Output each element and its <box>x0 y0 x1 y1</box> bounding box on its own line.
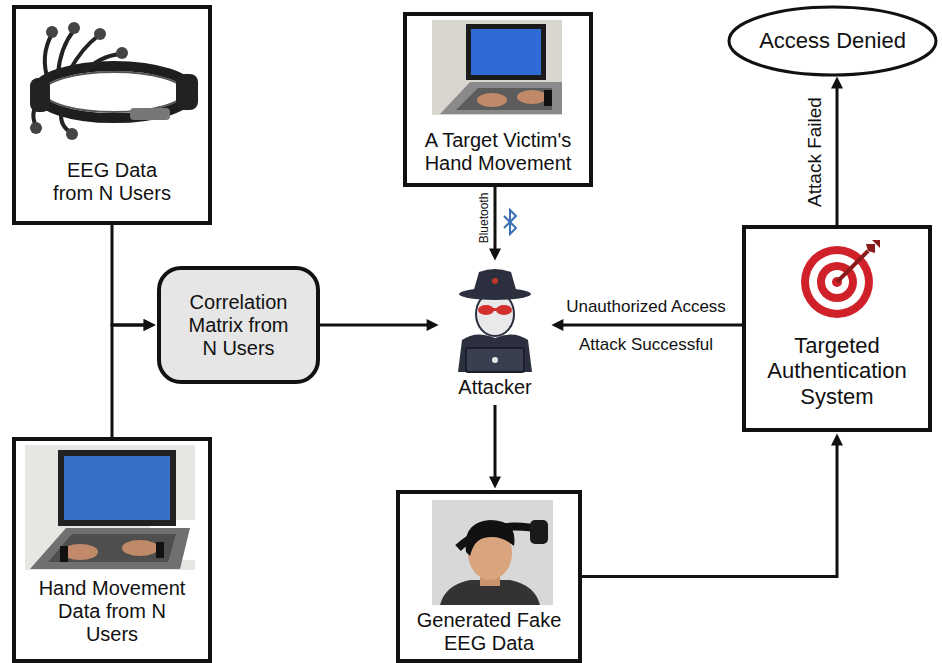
hand-movement-photo-part <box>64 456 170 520</box>
hand-movement-photo-part <box>122 540 158 556</box>
eeg-headset-part <box>84 54 120 72</box>
data-source-box: Hand Movement Data from N Users <box>12 437 212 663</box>
node-text-group: Generated Fake EEG Data <box>409 609 569 655</box>
hand-movement-photo-part <box>48 534 176 562</box>
node-label: Attacker <box>444 376 546 399</box>
eeg-headset-part <box>33 96 44 126</box>
victim-laptop-photo-part <box>456 88 552 110</box>
node-label: Correlation Matrix from N Users <box>183 291 295 360</box>
victim-laptop-photo <box>432 20 562 115</box>
hand-movement-photo-part <box>25 445 195 570</box>
victim-laptop-photo-part <box>471 29 541 75</box>
fake-eeg-person-photo-part <box>530 520 548 544</box>
hand-movement-photo-part <box>156 542 164 558</box>
eeg-headset-part <box>176 74 198 110</box>
node-label: Access Denied <box>738 28 928 53</box>
arrow-connector <box>112 325 146 437</box>
eeg-headset-part <box>130 108 170 120</box>
attacker-icon <box>458 269 532 372</box>
result-ellipse: Access Denied <box>727 5 938 77</box>
victim-laptop-photo-part <box>432 20 562 115</box>
edge-label: Bluetooth <box>478 191 492 246</box>
node-text-group: Hand Movement Data from N Users <box>35 577 190 646</box>
arrow-connector <box>494 405 497 479</box>
node-text-group: EEG Data from N Users <box>48 159 176 205</box>
node-label: Hand Movement Data from N Users <box>35 577 190 646</box>
eeg-headset-part <box>45 34 52 80</box>
attacker-node: Attacker <box>440 262 550 405</box>
eeg-headset-part <box>61 108 70 132</box>
eeg-headset-part <box>66 128 78 140</box>
arrow-connector <box>836 86 839 225</box>
bluetooth-symbol-part <box>504 210 516 234</box>
bluetooth-symbol <box>504 210 516 234</box>
fake-eeg-person-photo <box>432 500 553 605</box>
attacker-icon-part <box>459 288 531 300</box>
hand-movement-photo-part <box>60 546 68 562</box>
target-icon-part <box>872 240 880 248</box>
target-icon <box>801 240 880 318</box>
node-label: Targeted Authentication System <box>752 333 922 409</box>
process-box: Correlation Matrix from N Users <box>157 266 320 384</box>
arrow-connector <box>494 187 497 251</box>
eeg-headset-part <box>44 72 184 112</box>
node-label: A Target Victim's Hand Movement <box>411 129 585 175</box>
node-text-group: Access Denied <box>738 28 928 53</box>
target-icon-part <box>837 251 868 282</box>
fake-eeg-person-photo-part <box>432 500 553 605</box>
attacker-icon-part <box>466 348 524 372</box>
system-box: Targeted Authentication System <box>742 225 932 432</box>
eeg-headset-part <box>30 122 42 134</box>
hand-movement-photo-part <box>58 450 176 526</box>
attacker-icon-part <box>496 305 512 315</box>
victim-laptop-photo-part <box>477 93 507 107</box>
eeg-headset-part <box>116 47 128 59</box>
edge-label: Attack Failed <box>804 95 826 209</box>
victim-laptop-photo-part <box>466 24 546 80</box>
attacker-icon-part <box>492 357 498 363</box>
attacker-icon-part <box>492 308 498 311</box>
attacker-icon-part <box>458 334 532 372</box>
victim-laptop-photo-part <box>544 90 552 106</box>
eeg-headset-part <box>30 78 50 112</box>
target-icon-part <box>866 244 875 253</box>
arrow-connector <box>561 324 742 327</box>
node-text-group: A Target Victim's Hand Movement <box>411 129 585 175</box>
arrow-connector <box>112 225 146 325</box>
target-icon-part <box>801 246 873 318</box>
annotation-label: Attack Successful <box>577 335 715 355</box>
victim-box: A Target Victim's Hand Movement <box>403 12 593 187</box>
fake-data-box: Generated Fake EEG Data <box>396 490 582 663</box>
eeg-headset-part <box>68 22 80 34</box>
edge-label: Unauthorized Access <box>564 297 728 317</box>
eeg-headset <box>30 22 198 140</box>
attacker-icon-part <box>478 305 494 315</box>
arrow-connector <box>320 324 429 327</box>
eeg-headset-part <box>94 28 106 40</box>
hand-movement-photo <box>25 445 195 570</box>
victim-laptop-photo-part <box>517 90 547 104</box>
attacker-icon-part <box>492 278 498 284</box>
hand-movement-photo-part <box>30 528 190 569</box>
node-text-group: Targeted Authentication System <box>752 333 922 409</box>
ellipse-shape <box>729 7 936 75</box>
node-text-group: Attacker <box>444 376 546 399</box>
data-source-box: EEG Data from N Users <box>12 5 212 225</box>
eeg-headset-part <box>46 26 58 38</box>
victim-laptop-photo-part <box>440 82 562 114</box>
arrow-connector <box>582 443 837 577</box>
node-label: Generated Fake EEG Data <box>409 609 569 655</box>
node-text-group: Correlation Matrix from N Users <box>183 291 295 360</box>
node-label: EEG Data from N Users <box>48 159 176 205</box>
